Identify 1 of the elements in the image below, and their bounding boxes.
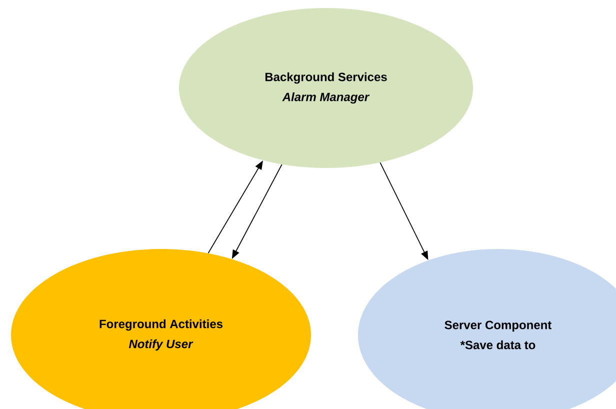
ellipse-node: Background Services Alarm Manager [179,8,473,168]
